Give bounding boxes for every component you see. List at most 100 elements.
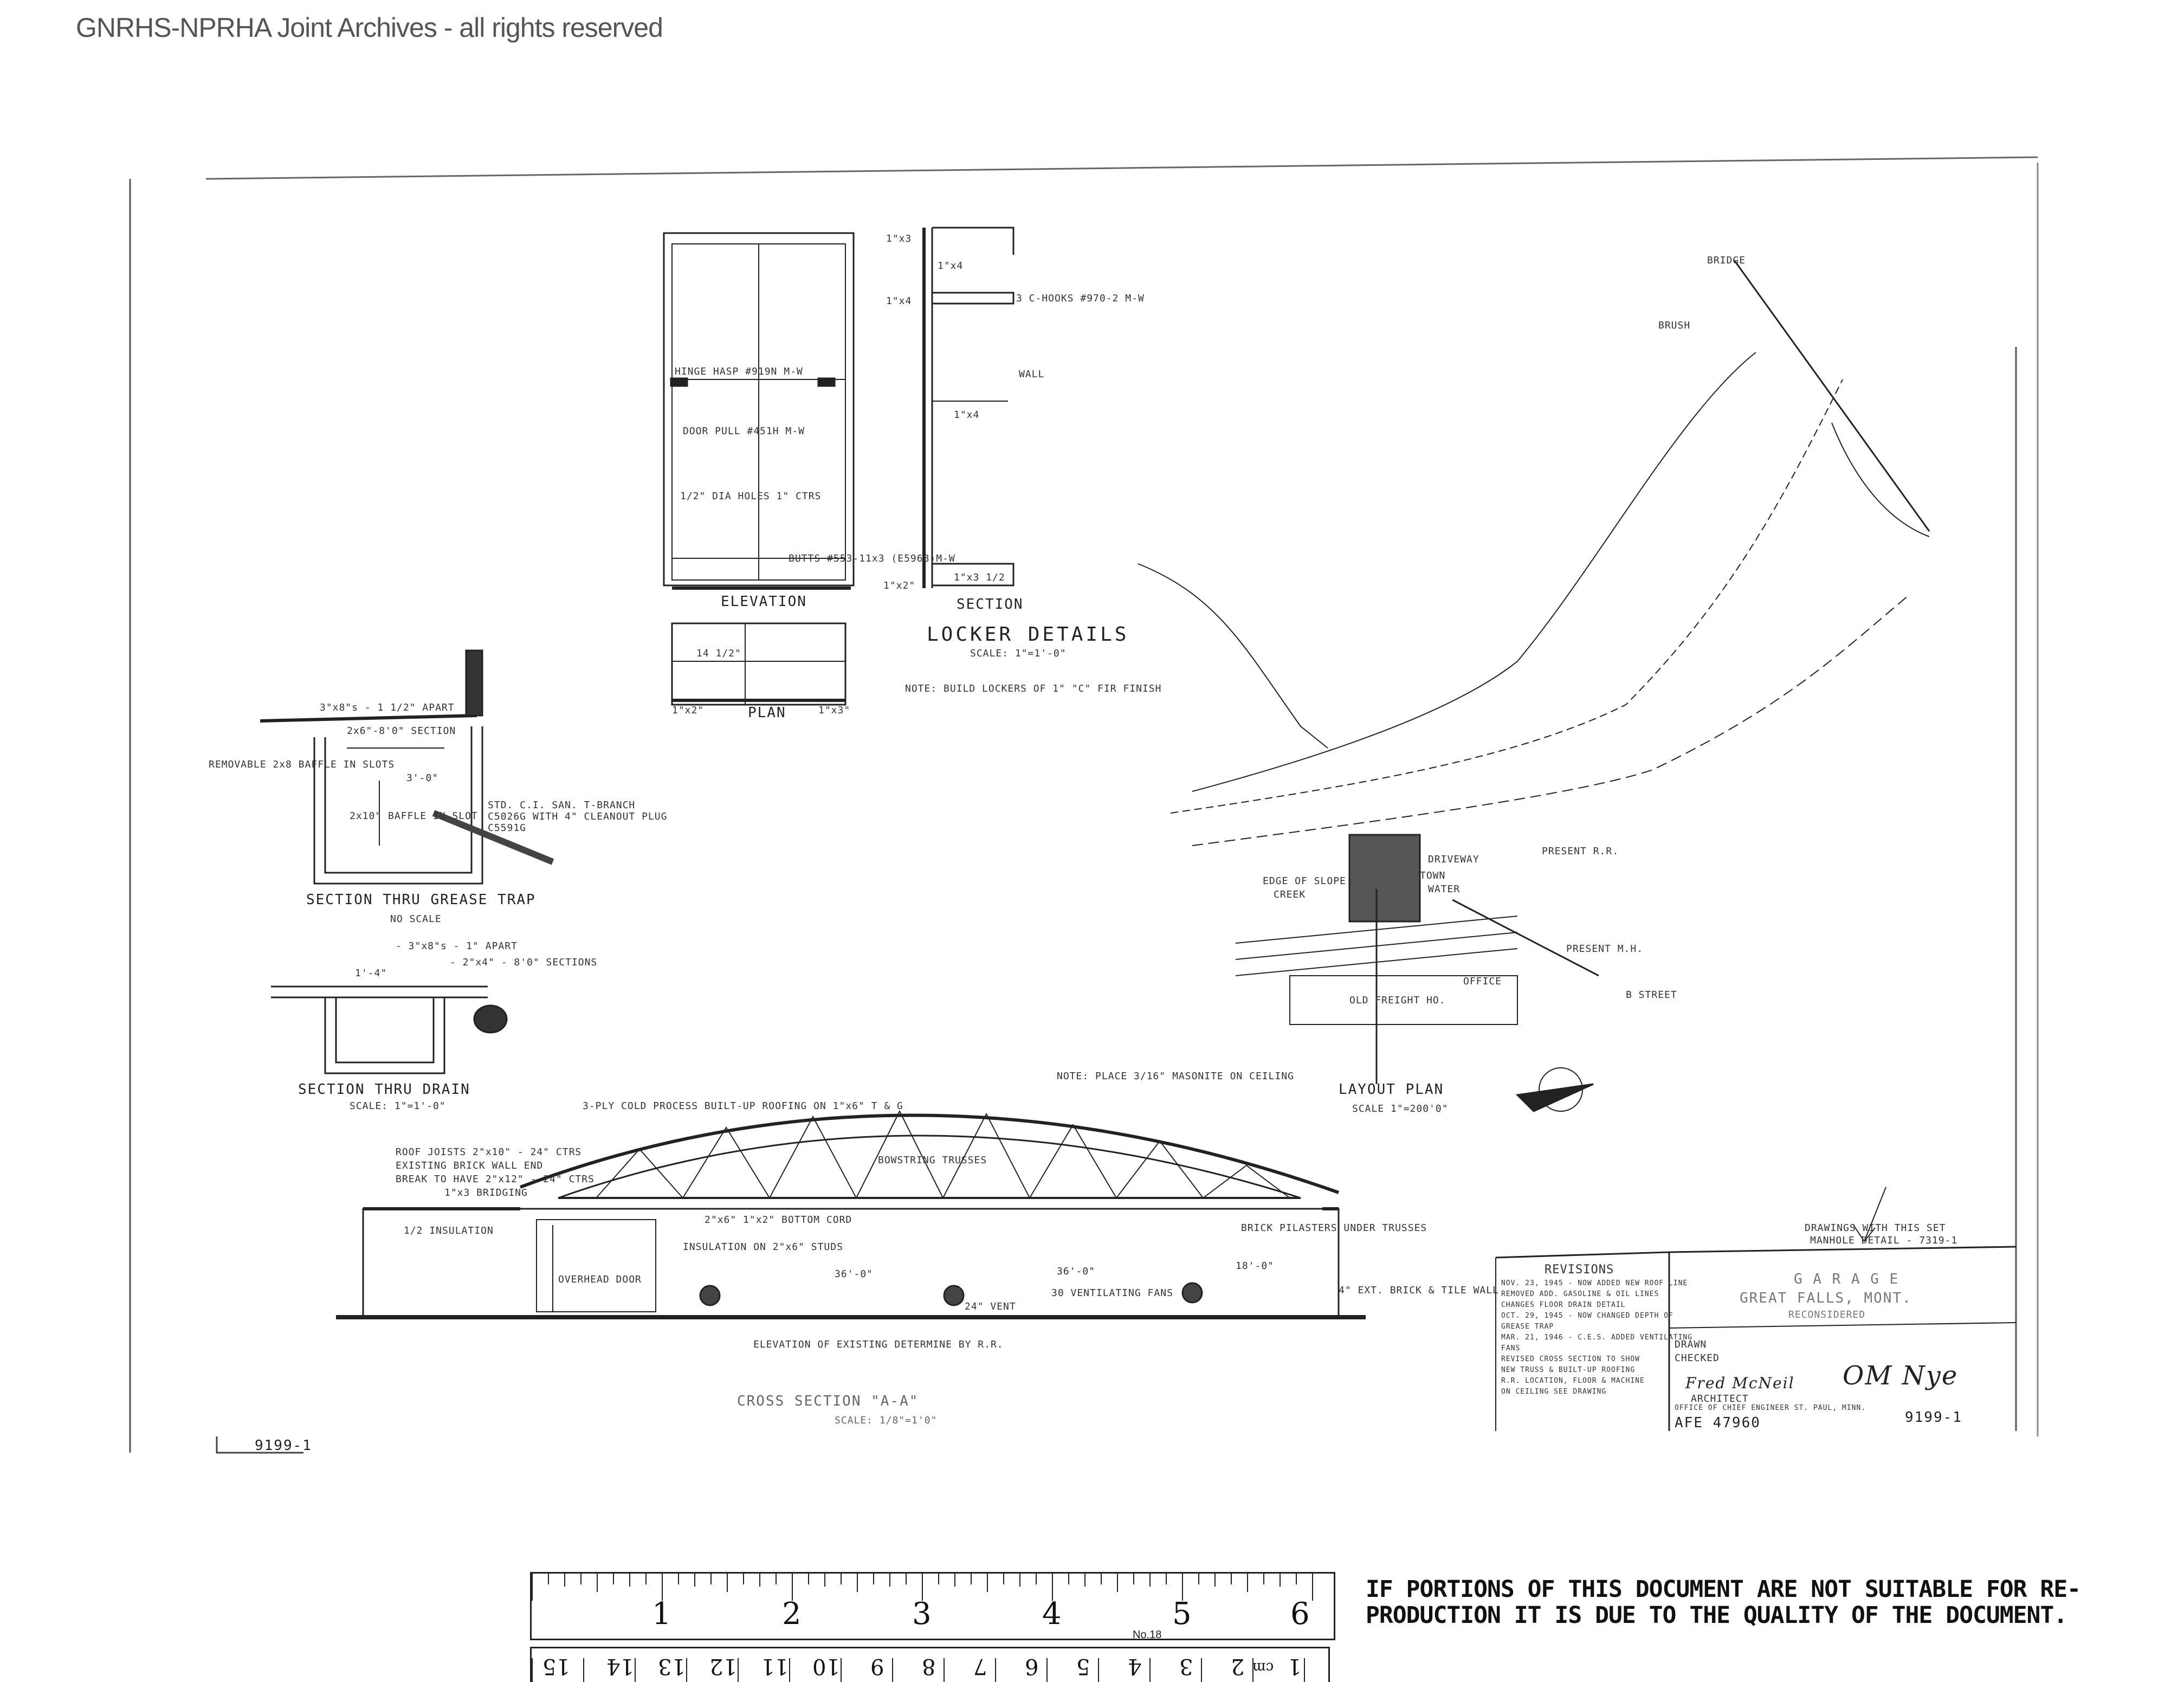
locker-holes-note: 1/2" DIA HOLES 1" CTRS: [680, 491, 822, 502]
locker-scale: SCALE: 1"=1'-0": [970, 648, 1067, 659]
ruler-cm-number: 14: [606, 1654, 634, 1679]
ruler-number: 5: [1172, 1596, 1192, 1632]
title-block-architect: ARCHITECT: [1691, 1393, 1749, 1404]
title-block-signature-architect: Fred McNeil: [1685, 1374, 1795, 1392]
cross-section-note: 4" EXT. BRICK & TILE WALL: [1339, 1285, 1499, 1296]
ruler-cm-number: 10: [812, 1654, 840, 1679]
cross-section-title: CROSS SECTION "A-A": [737, 1393, 919, 1409]
cross-section-note: ELEVATION OF EXISTING DETERMINE BY R.R.: [753, 1339, 1004, 1350]
ruler-number: 3: [912, 1596, 932, 1632]
revision-line: NOV. 23, 1945 - NOW ADDED NEW ROOF LINE: [1501, 1279, 1688, 1287]
cross-section-note: INSULATION ON 2"x6" STUDS: [683, 1241, 843, 1253]
ruler-cm-number: 11: [761, 1654, 789, 1679]
locker-hooks-note: 3 C-HOOKS #970-2 M-W: [1016, 293, 1145, 304]
measuring-ruler-metric: 1 cm 2 3 4 5 6 7 8 9 10 11 12 13 14 15: [530, 1647, 1330, 1682]
title-block-drawn: DRAWN: [1675, 1339, 1707, 1350]
revision-line: FANS: [1501, 1344, 1521, 1352]
cross-section-note: ROOF JOISTS 2"x10" - 24" CTRS: [396, 1146, 582, 1158]
ruler-maker: No.18: [1133, 1629, 1162, 1641]
cross-section-note: EXISTING BRICK WALL END: [396, 1160, 544, 1171]
locker-dim: 14 1/2": [696, 648, 741, 659]
locker-dim: 1"x3 1/2: [954, 572, 1005, 583]
ruler-cm-number: 2: [1231, 1654, 1245, 1679]
revision-line: REVISED CROSS SECTION TO SHOW: [1501, 1355, 1640, 1363]
grease-trap-tee: STD. C.I. SAN. T-BRANCH C5026G WITH 4" C…: [488, 800, 668, 834]
title-block-line3: RECONSIDERED: [1788, 1309, 1866, 1320]
title-block-office: OFFICE OF CHIEF ENGINEER ST. PAUL, MINN.: [1675, 1404, 1866, 1412]
locker-hinge-note: HINGE HASP #919N M-W: [675, 366, 803, 377]
ref-note2: MANHOLE DETAIL - 7319-1: [1810, 1235, 1958, 1246]
grease-trap-dim: 3'-0": [406, 772, 439, 784]
ref-note: DRAWINGS WITH THIS SET: [1805, 1222, 1946, 1234]
cross-section-dim: 36'-0": [1057, 1266, 1096, 1277]
layout-plan-label: PRESENT M.H.: [1566, 943, 1644, 955]
ruler-cm-number: 9: [870, 1654, 884, 1679]
ruler-cm-number: 1: [1288, 1654, 1302, 1679]
grease-trap-note-top: 3"x8"s - 1 1/2" APART: [320, 702, 455, 713]
revision-line: R.R. LOCATION, FLOOR & MACHINE: [1501, 1377, 1645, 1385]
notice-line2: PRODUCTION IT IS DUE TO THE QUALITY OF T…: [1366, 1602, 2067, 1629]
revision-line: REMOVED ADD. GASOLINE & OIL LINES: [1501, 1290, 1659, 1298]
ruler-number: 1: [652, 1596, 671, 1632]
layout-plan-label: PRESENT R.R.: [1542, 846, 1619, 857]
layout-plan-label: DRIVEWAY: [1428, 854, 1479, 865]
revision-line: ON CEILING SEE DRAWING: [1501, 1388, 1607, 1396]
cross-section-note: OVERHEAD DOOR: [558, 1274, 642, 1285]
cross-section-dim: 36'-0": [835, 1268, 874, 1280]
locker-door-pull-note: DOOR PULL #451H M-W: [683, 426, 805, 437]
ruler-number: 6: [1290, 1596, 1310, 1632]
title-block-line1: G A R A G E: [1794, 1271, 1899, 1287]
archive-watermark: GNRHS-NPRHA Joint Archives - all rights …: [76, 12, 663, 43]
layout-plan-scale: SCALE 1"=200'0": [1352, 1103, 1449, 1114]
locker-dim: 1"x4: [938, 260, 964, 272]
locker-dim: 1"x4: [886, 295, 912, 307]
title-block-number: 9199-1: [1905, 1409, 1962, 1426]
reproduction-notice: IF PORTIONS OF THIS DOCUMENT ARE NOT SUI…: [1366, 1576, 2119, 1628]
ruler-cm-number: 3: [1179, 1654, 1193, 1679]
title-block-signature: OM Nye: [1843, 1361, 1959, 1391]
ruler-cm-number: 15: [542, 1654, 570, 1679]
layout-plan-label: EDGE OF SLOPE: [1263, 875, 1346, 887]
ruler-cm-number: 12: [709, 1654, 737, 1679]
grease-trap-scale: NO SCALE: [390, 913, 442, 925]
locker-dim: 1"x4: [954, 409, 980, 421]
ruler-cm-number: 7: [973, 1654, 987, 1679]
locker-elevation-title: ELEVATION: [721, 594, 807, 610]
grease-trap-removable: REMOVABLE 2x8 BAFFLE IN SLOTS: [209, 759, 395, 770]
revisions-heading: REVISIONS: [1545, 1263, 1614, 1277]
layout-plan-label: OLD FREIGHT HO.: [1349, 995, 1446, 1006]
layout-plan-label: B STREET: [1626, 989, 1677, 1001]
title-block-afe: AFE 47960: [1675, 1415, 1761, 1431]
ruler-cm-number: 5: [1076, 1654, 1090, 1679]
ruler-number: 2: [782, 1596, 802, 1632]
revision-line: GREASE TRAP: [1501, 1323, 1554, 1331]
layout-plan-title: LAYOUT PLAN: [1339, 1081, 1444, 1098]
grease-trap-baffle: 2x10" BAFFLE IN SLOT: [350, 810, 478, 822]
cross-section-dim: 18'-0": [1236, 1260, 1275, 1272]
layout-plan-label: WATER: [1428, 884, 1461, 895]
sheet-number: 9199-1: [255, 1438, 312, 1454]
cross-section-note: BOWSTRING TRUSSES: [878, 1155, 987, 1166]
measuring-ruler: 1 2 3 4 5 6: [530, 1572, 1335, 1640]
locker-details-title: LOCKER DETAILS: [927, 623, 1129, 646]
locker-note: NOTE: BUILD LOCKERS OF 1" "C" FIR FINISH: [905, 683, 1162, 694]
locker-dim: 1"x2": [883, 580, 916, 591]
cross-section-note: 1/2 INSULATION: [404, 1225, 494, 1236]
locker-dim: 1"x2": [672, 705, 705, 716]
revision-line: NEW TRUSS & BUILT-UP ROOFING: [1501, 1366, 1636, 1374]
cross-section-scale: SCALE: 1/8"=1'0": [835, 1415, 938, 1426]
locker-plan-title: PLAN: [748, 705, 786, 721]
cross-section-note: NOTE: PLACE 3/16" MASONITE ON CEILING: [1057, 1071, 1294, 1082]
ruler-number: 4: [1042, 1596, 1062, 1632]
drain-dim: 1'-4": [355, 968, 387, 979]
layout-plan-label: BRUSH: [1658, 320, 1691, 331]
ruler-cm-number: 13: [658, 1654, 686, 1679]
cross-section-note: 1"x3 BRIDGING: [444, 1187, 528, 1198]
locker-wall-note: WALL: [1019, 369, 1045, 380]
grease-trap-title: SECTION THRU GREASE TRAP: [306, 892, 536, 908]
layout-plan-label: TOWN: [1420, 870, 1446, 881]
ruler-cm-number: 4: [1128, 1654, 1142, 1679]
drain-scale: SCALE: 1"=1'-0": [350, 1100, 446, 1112]
revision-line: OCT. 29, 1945 - NOW CHANGED DEPTH OF: [1501, 1312, 1673, 1320]
